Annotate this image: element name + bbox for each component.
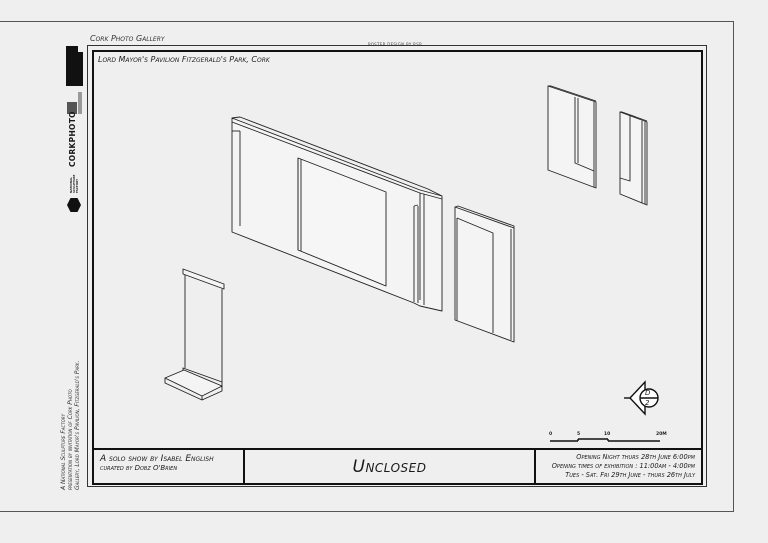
sponsor-logo-dark-block-ext (78, 52, 83, 86)
arts-council-logo-text (78, 92, 82, 114)
scale-bar (550, 438, 660, 442)
title-block-dates: Opening Night thurs 28th June 6:00pm Ope… (536, 450, 701, 483)
title-block: A solo show by Isabel English curated by… (94, 448, 701, 483)
sheet-frame-right (733, 21, 734, 512)
middle-wall-panel (454, 205, 515, 343)
section-marker-icon (624, 380, 659, 416)
design-credit: POSTER DESIGN BY RSP (368, 42, 422, 47)
sheet-frame-bottom (0, 511, 734, 512)
show-curator: curated by Dobz O'Brien (100, 464, 178, 472)
drawing-border-inner (92, 50, 703, 485)
location-text: Lord Mayor's Pavilion Fitzgerald's Park,… (98, 55, 270, 64)
drawing-border-outer (87, 45, 707, 487)
title-block-title: Unclosed (245, 450, 536, 483)
upper-right-panel-a (547, 85, 597, 189)
sheet-frame-top (0, 21, 734, 22)
scale-label-0: 0 (549, 432, 553, 437)
arts-council-logo (67, 102, 77, 114)
upper-right-panel-b (619, 111, 648, 206)
exhibition-dates: Tues - Sat. Fri 29th June - thurs 26th J… (565, 471, 695, 479)
section-marker-top: D (645, 389, 651, 397)
opening-times: Opening times of exhibition : 11:00am - … (551, 462, 695, 470)
nsf-hexagon-icon (67, 198, 81, 212)
gallery-name: Cork Photo Gallery (90, 34, 165, 43)
sponsor-logo-dark-block (66, 46, 78, 86)
title-block-credits: A solo show by Isabel English curated by… (94, 450, 245, 483)
scale-label-10: 10 (604, 432, 611, 437)
show-artist: A solo show by Isabel English (100, 454, 214, 464)
scale-label-5: 5 (577, 432, 581, 437)
scale-label-20m: 20M (656, 432, 667, 437)
opening-night: Opening Night thurs 28th June 6:00pm (576, 453, 695, 461)
bench-panel (164, 268, 225, 401)
large-wall-panel (231, 116, 443, 312)
section-marker-bottom: 2 (645, 399, 650, 407)
exhibition-title: Unclosed (352, 456, 427, 477)
